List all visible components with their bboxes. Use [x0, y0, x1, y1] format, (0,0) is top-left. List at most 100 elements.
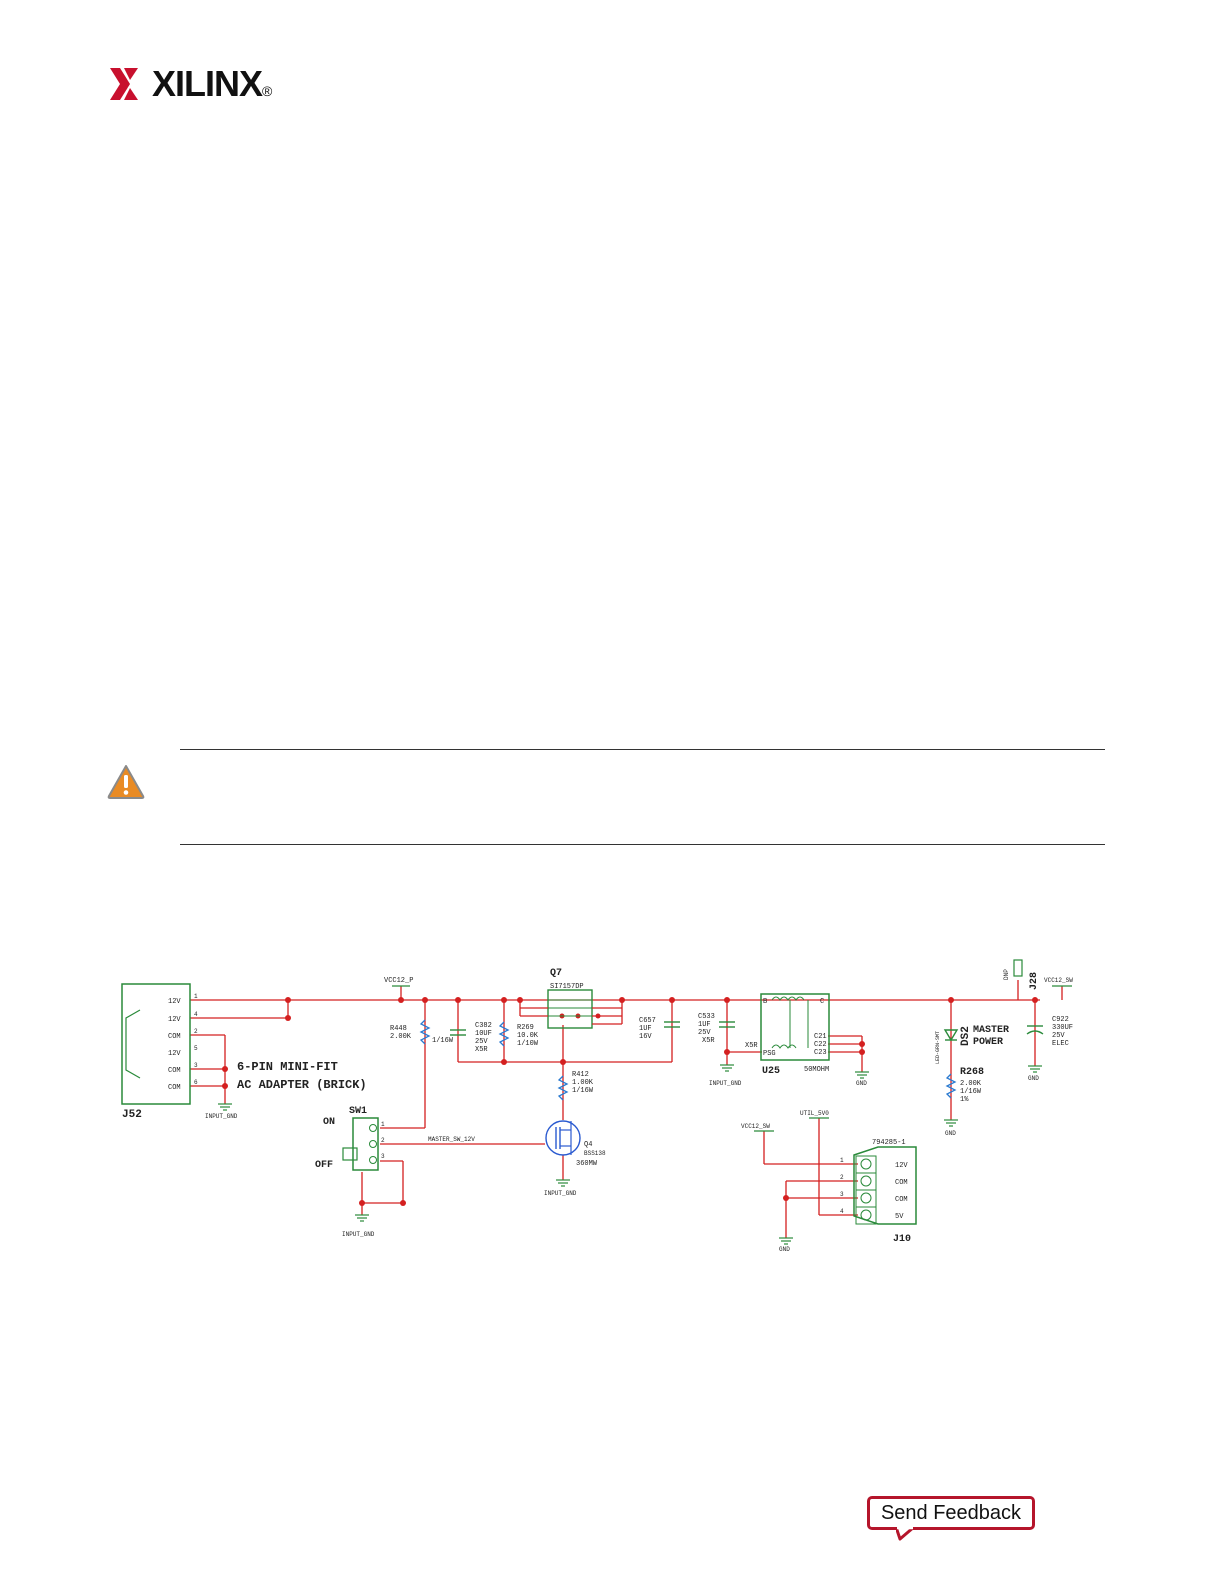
q4-ref: Q4 [584, 1141, 592, 1149]
j10-pin-num: 1 [840, 1157, 844, 1164]
j52-pin-label: 12V [168, 998, 181, 1006]
j52-pin-label: COM [168, 1067, 181, 1075]
q4-power: 360MW [576, 1160, 598, 1168]
j52-title-1: 6-PIN MINI-FIT [237, 1060, 338, 1074]
c657-capacitor [664, 1021, 680, 1028]
u25-pin-c: C23 [814, 1049, 827, 1057]
j52-pin-num: 4 [194, 1011, 198, 1018]
q4-mosfet [545, 1120, 581, 1156]
c922-ref: C922 [1052, 1016, 1069, 1024]
gnd-label: GND [945, 1130, 956, 1137]
sw1-switch [342, 1117, 379, 1171]
sw1-on: ON [323, 1117, 335, 1128]
ds2-label-2: POWER [973, 1037, 1003, 1048]
q7-part: SI7157DP [550, 983, 584, 991]
j52-pin-num: 1 [194, 993, 198, 1000]
caution-icon [107, 765, 145, 799]
r412-v1: 1.00K [572, 1079, 594, 1087]
u25-pin-c: C21 [814, 1033, 827, 1041]
feedback-tail-icon [896, 1527, 916, 1541]
j10-pin-num: 4 [840, 1208, 844, 1215]
ds2-label-1: MASTER [973, 1025, 1009, 1036]
c657-ref: C657 [639, 1017, 656, 1025]
gnd-label: GND [856, 1080, 867, 1087]
c533-ref: C533 [698, 1013, 715, 1021]
sw1-pin: 3 [381, 1153, 385, 1160]
u25-pin-c: C22 [814, 1041, 827, 1049]
c657-v1: 1UF [639, 1025, 652, 1033]
c922-v1: 330UF [1052, 1024, 1073, 1032]
r268-v3: 1% [960, 1096, 969, 1104]
ds2-ref: DS2 [960, 1026, 972, 1046]
caution-bottom-rule [180, 844, 1105, 845]
ground-symbols [218, 1064, 1042, 1245]
gnd-label: GND [779, 1246, 790, 1253]
gnd-label: GND [1028, 1075, 1039, 1082]
j52-pin-num: 6 [194, 1079, 198, 1086]
vcc12-p-label: VCC12_P [384, 977, 413, 985]
input-gnd-label: INPUT_GND [342, 1231, 375, 1238]
c382-capacitor [450, 1029, 466, 1036]
j10-part: 794285-1 [872, 1139, 906, 1147]
send-feedback-button[interactable]: Send Feedback [867, 1496, 1035, 1530]
r448-value: 2.00K [390, 1033, 412, 1041]
j52-pin-label: COM [168, 1084, 181, 1092]
r269-resistor [498, 1021, 510, 1047]
r412-ref: R412 [572, 1071, 589, 1079]
c533-v1: 1UF [698, 1021, 711, 1029]
util-5v0-label: UTIL_5V0 [800, 1110, 829, 1117]
logo-text: XILINX® [152, 63, 272, 104]
j52-title-2: AC ADAPTER (BRICK) [237, 1078, 367, 1092]
connector-j52: 12V 12V COM 12V COM COM 1 4 2 5 3 6 J52 … [121, 983, 367, 1121]
r268-v2: 1/16W [960, 1088, 982, 1096]
j10-pin-label: COM [895, 1179, 908, 1187]
sw1-pin: 1 [381, 1121, 385, 1128]
registered-mark: ® [262, 83, 272, 99]
r268-ref: R268 [960, 1067, 984, 1078]
q4-part: BSS138 [584, 1150, 606, 1157]
ds2-led [943, 1029, 959, 1042]
c922-v3: ELEC [1052, 1040, 1069, 1048]
r268-v1: 2.00K [960, 1080, 982, 1088]
j10-pin-label: COM [895, 1196, 908, 1204]
j10-ref: J10 [893, 1234, 911, 1245]
j28-ref: J28 [1029, 972, 1040, 990]
u25-pin-psg: PSG [763, 1050, 776, 1058]
j10-pin-num: 2 [840, 1174, 844, 1181]
c922-v2: 25V [1052, 1032, 1065, 1040]
j52-pin-num: 2 [194, 1028, 198, 1035]
vcc12-sw-label: VCC12_SW [1044, 977, 1073, 984]
caution-top-rule [180, 749, 1105, 750]
xilinx-logo: XILINX® [108, 64, 278, 104]
u25-x5r: X5R [745, 1042, 758, 1050]
r269-v1: 10.0K [517, 1032, 539, 1040]
r448-ref: R448 [390, 1025, 407, 1033]
master-sw-label: MASTER_SW_12V [428, 1136, 475, 1143]
q7-mosfet [519, 989, 623, 1029]
r448-resistor [419, 1019, 431, 1045]
input-gnd-label: INPUT_GND [709, 1080, 742, 1087]
connector-j10 [853, 1146, 917, 1225]
vcc12-sw-label: VCC12_SW [741, 1123, 770, 1130]
j10-pin-label: 12V [895, 1162, 908, 1170]
c382-ref: C382 [475, 1022, 492, 1030]
sw1-pin: 2 [381, 1137, 385, 1144]
u25-pin-c: C [820, 998, 824, 1006]
sw1-off: OFF [315, 1160, 333, 1171]
u25-current-sensor [760, 993, 830, 1061]
r448-rating: 1/16W [432, 1037, 454, 1045]
c382-v3: X5R [475, 1046, 488, 1054]
input-gnd-label: INPUT_GND [205, 1113, 238, 1120]
j52-pin-num: 5 [194, 1045, 198, 1052]
r268-resistor [945, 1073, 957, 1099]
j52-pin-label: COM [168, 1033, 181, 1041]
c382-v1: 10UF [475, 1030, 492, 1038]
ds2-part: LED-GRN-SMT [935, 1031, 941, 1064]
j52-ref: J52 [122, 1109, 142, 1121]
xilinx-logo-icon [110, 68, 138, 100]
j10-pin-label: 5V [895, 1213, 904, 1221]
wires [190, 980, 1063, 1238]
r412-resistor [557, 1075, 569, 1101]
j28-dnp: DNP [1003, 969, 1010, 980]
c922-capacitor [1026, 1025, 1044, 1035]
